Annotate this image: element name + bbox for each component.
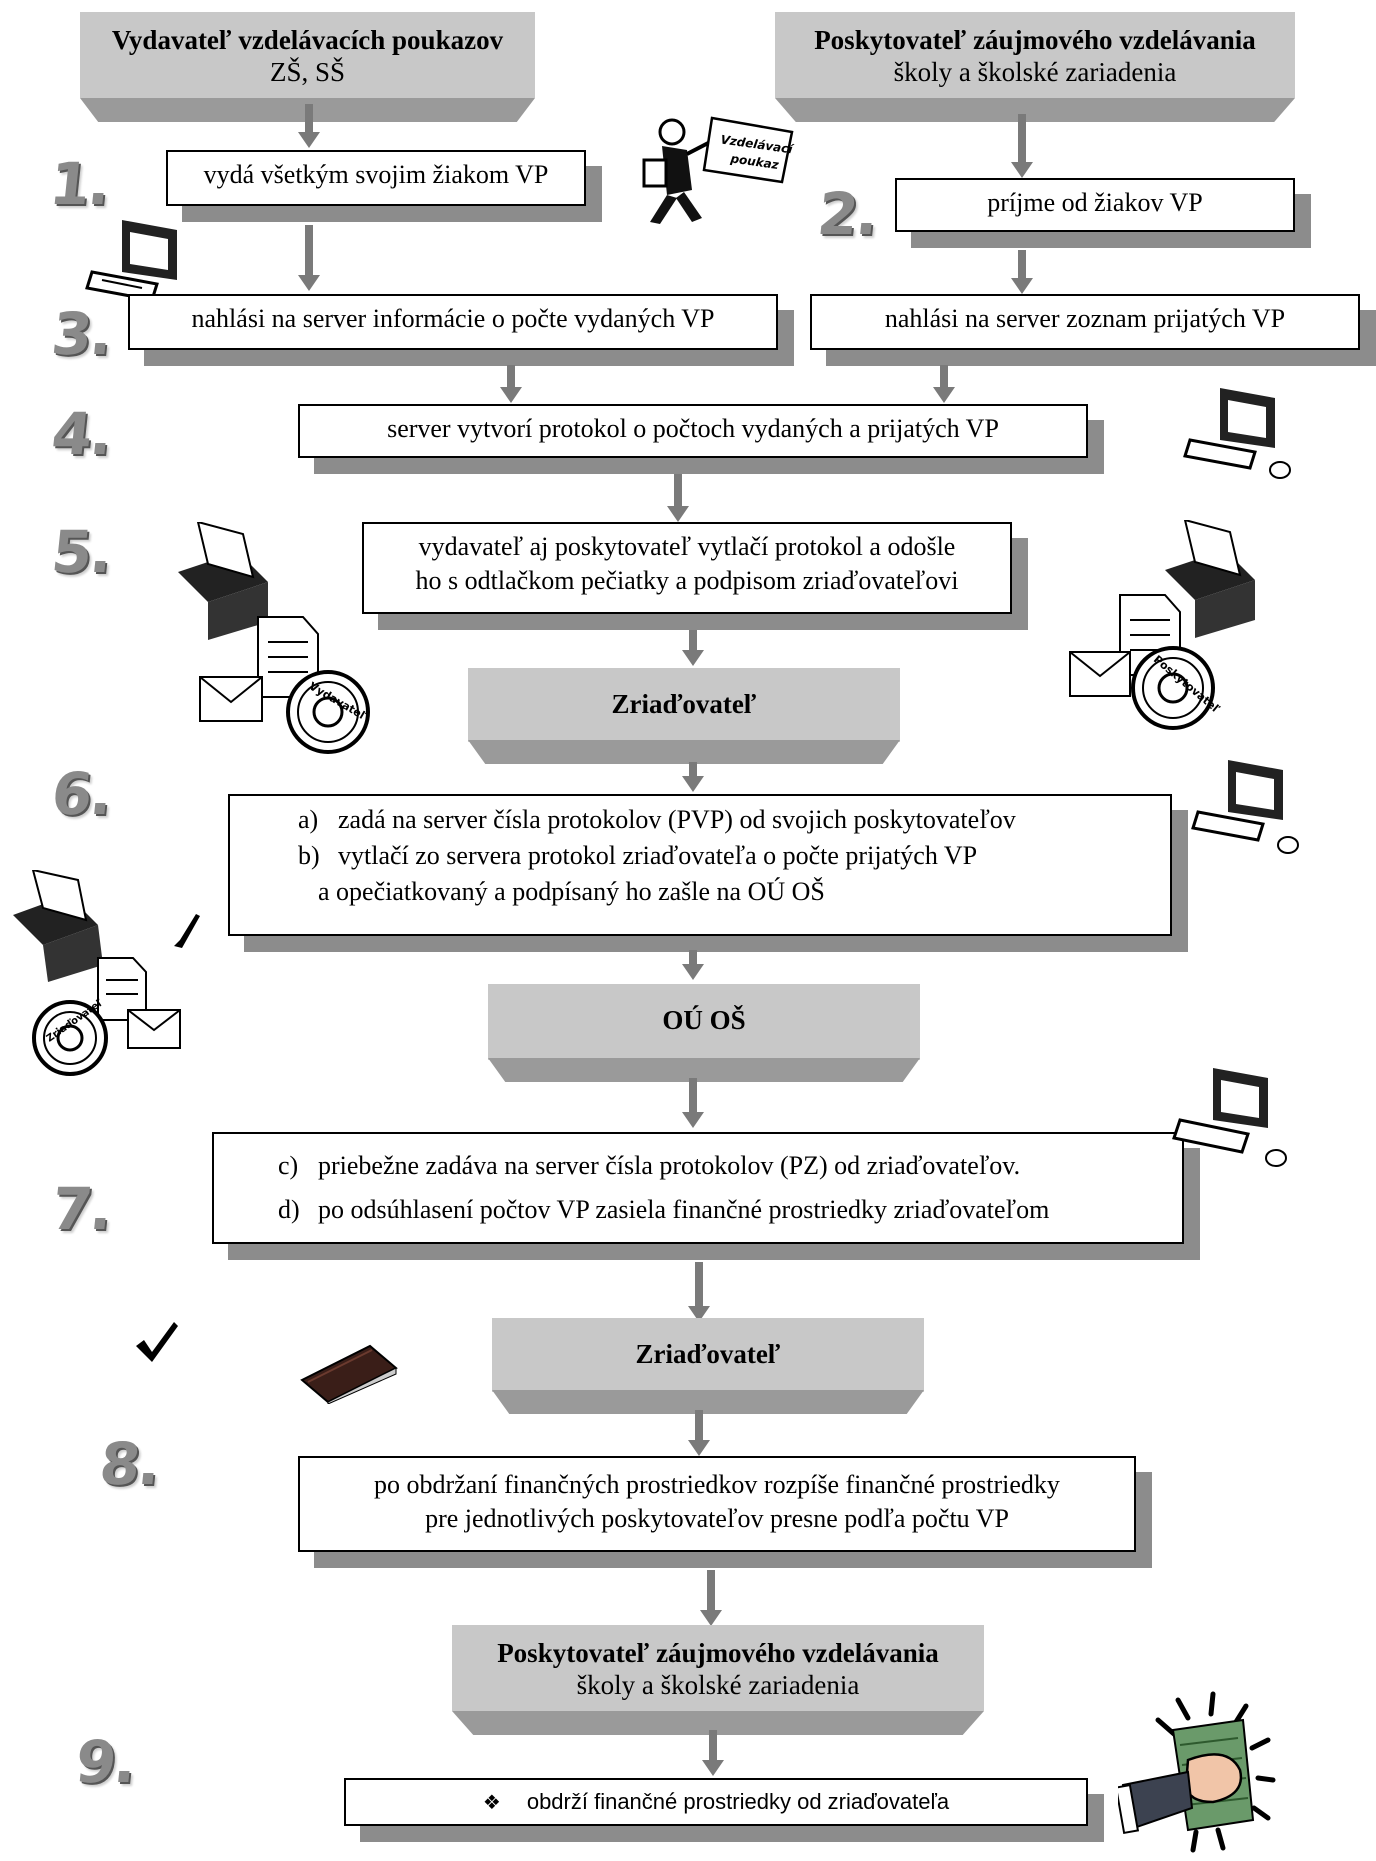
office-title: OÚ OŠ	[662, 1005, 746, 1035]
diamond-bullet-icon: ❖	[482, 1792, 501, 1814]
step-number-3: 3.	[48, 300, 114, 368]
step-5-box: vydavateľ aj poskytovateľ vytlačí protok…	[362, 522, 1028, 630]
step-6-label-b: b)	[298, 841, 320, 870]
check-mark-icon	[172, 912, 202, 952]
step-number-1: 1.	[46, 150, 112, 218]
computer-icon	[1168, 1058, 1298, 1178]
step-number-4: 4.	[48, 400, 114, 468]
printer-envelope-stamp-icon: Poskytovateľ	[1065, 518, 1285, 740]
step-5-line-1: vydavateľ aj poskytovateľ vytlačí protok…	[418, 532, 956, 561]
step-6-label-a: a)	[298, 805, 319, 834]
provider-bottom-subtitle: školy a školské zariadenia	[576, 1670, 860, 1700]
arrow	[682, 1078, 704, 1128]
wallet-icon	[300, 1340, 400, 1405]
founder-2-title: Zriaďovateľ	[635, 1339, 781, 1369]
arrow	[682, 630, 704, 666]
step-3a-text: nahlási na server informácie o počte vyd…	[191, 304, 715, 333]
step-1-text: vydá všetkým svojim žiakom VP	[203, 160, 549, 189]
step-6-item-a: zadá na server čísla protokolov (PVP) od…	[338, 805, 1016, 834]
provider-top-subtitle: školy a školské zariadenia	[893, 57, 1177, 87]
issuer-subtitle: ZŠ, SŠ	[269, 57, 346, 87]
voucher-person-icon: Vzdelávací poukaz	[632, 110, 802, 230]
step-2-text: príjme od žiakov VP	[987, 188, 1203, 217]
voucher-label-2: poukaz	[729, 151, 781, 172]
arrow	[500, 365, 522, 403]
step-7-item-d: po odsúhlasení počtov VP zasiela finančn…	[318, 1195, 1050, 1224]
founder-header-1: Zriaďovateľ	[468, 668, 900, 764]
step-number-7: 7.	[48, 1175, 114, 1243]
arrow	[1011, 250, 1033, 294]
arrow	[682, 950, 704, 980]
arrow	[1011, 114, 1033, 178]
step-number-6: 6.	[48, 760, 114, 828]
arrow	[700, 1570, 722, 1626]
founder-header-2: Zriaďovateľ	[492, 1318, 924, 1414]
provider-header-top: Poskytovateľ záujmového vzdelávania škol…	[775, 12, 1295, 122]
step-9-box: ❖ obdrží finančné prostriedky od zriaďova…	[344, 1778, 1104, 1842]
arrow	[298, 225, 320, 291]
step-1-box: vydá všetkým svojim žiakom VP	[166, 150, 602, 222]
provider-header-bottom: Poskytovateľ záujmového vzdelávania škol…	[452, 1625, 984, 1735]
step-7-item-c: priebežne zadáva na server čísla protoko…	[318, 1151, 1021, 1180]
printer-envelope-stamp-icon: Vydavateľ	[158, 520, 378, 762]
step-2-box: príjme od žiakov VP	[895, 178, 1311, 248]
step-5-line-2: ho s odtlačkom pečiatky a podpisom zriaď…	[415, 566, 959, 595]
step-7-label-d: d)	[278, 1195, 300, 1224]
provider-bottom-title: Poskytovateľ záujmového vzdelávania	[497, 1638, 939, 1668]
step-3b-box: nahlási na server zoznam prijatých VP	[810, 294, 1376, 366]
arrow	[702, 1730, 724, 1776]
arrow	[667, 474, 689, 522]
arrow	[688, 1262, 710, 1322]
step-number-8: 8.	[96, 1430, 162, 1498]
step-9-text: obdrží finančné prostriedky od zriaďovat…	[526, 1789, 950, 1814]
step-3b-text: nahlási na server zoznam prijatých VP	[884, 304, 1286, 333]
step-number-5: 5.	[48, 518, 114, 586]
arrow	[682, 762, 704, 792]
office-header: OÚ OŠ	[488, 984, 920, 1082]
check-mark-icon	[134, 1320, 180, 1366]
step-3a-box: nahlási na server informácie o počte vyd…	[128, 294, 794, 366]
step-7-label-c: c)	[278, 1151, 299, 1180]
step-6-item-b: vytlačí zo servera protokol zriaďovateľa…	[338, 841, 978, 870]
provider-top-title: Poskytovateľ záujmového vzdelávania	[814, 25, 1256, 55]
arrow	[933, 365, 955, 403]
arrow	[298, 104, 320, 148]
step-8-line-2: pre jednotlivých poskytovateľov presne p…	[425, 1504, 1009, 1533]
money-fist-icon	[1114, 1690, 1288, 1856]
computer-icon	[1180, 378, 1300, 483]
issuer-title: Vydavateľ vzdelávacích poukazov	[111, 25, 504, 55]
step-8-box: po obdržaní finančných prostriedkov rozp…	[298, 1456, 1152, 1568]
computer-icon	[1188, 750, 1308, 860]
step-6-continuation: a opečiatkovaný a podpísaný ho zašle na …	[318, 877, 825, 906]
step-number-9: 9.	[72, 1728, 138, 1796]
issuer-header: Vydavateľ vzdelávacích poukazov ZŠ, SŠ	[80, 12, 535, 122]
step-7-box: c) priebežne zadáva na server čísla proto…	[212, 1132, 1200, 1260]
printer-envelope-stamp-icon: Zriaďovateľ	[8, 868, 188, 1080]
step-number-2: 2.	[814, 180, 880, 248]
step-4-text: server vytvorí protokol o počtoch vydaný…	[387, 414, 999, 443]
arrow	[688, 1410, 710, 1456]
step-8-line-1: po obdržaní finančných prostriedkov rozp…	[374, 1470, 1060, 1499]
step-4-box: server vytvorí protokol o počtoch vydaný…	[298, 404, 1104, 474]
founder-1-title: Zriaďovateľ	[611, 689, 757, 719]
step-6-box: a) zadá na server čísla protokolov (PVP) …	[228, 794, 1188, 952]
